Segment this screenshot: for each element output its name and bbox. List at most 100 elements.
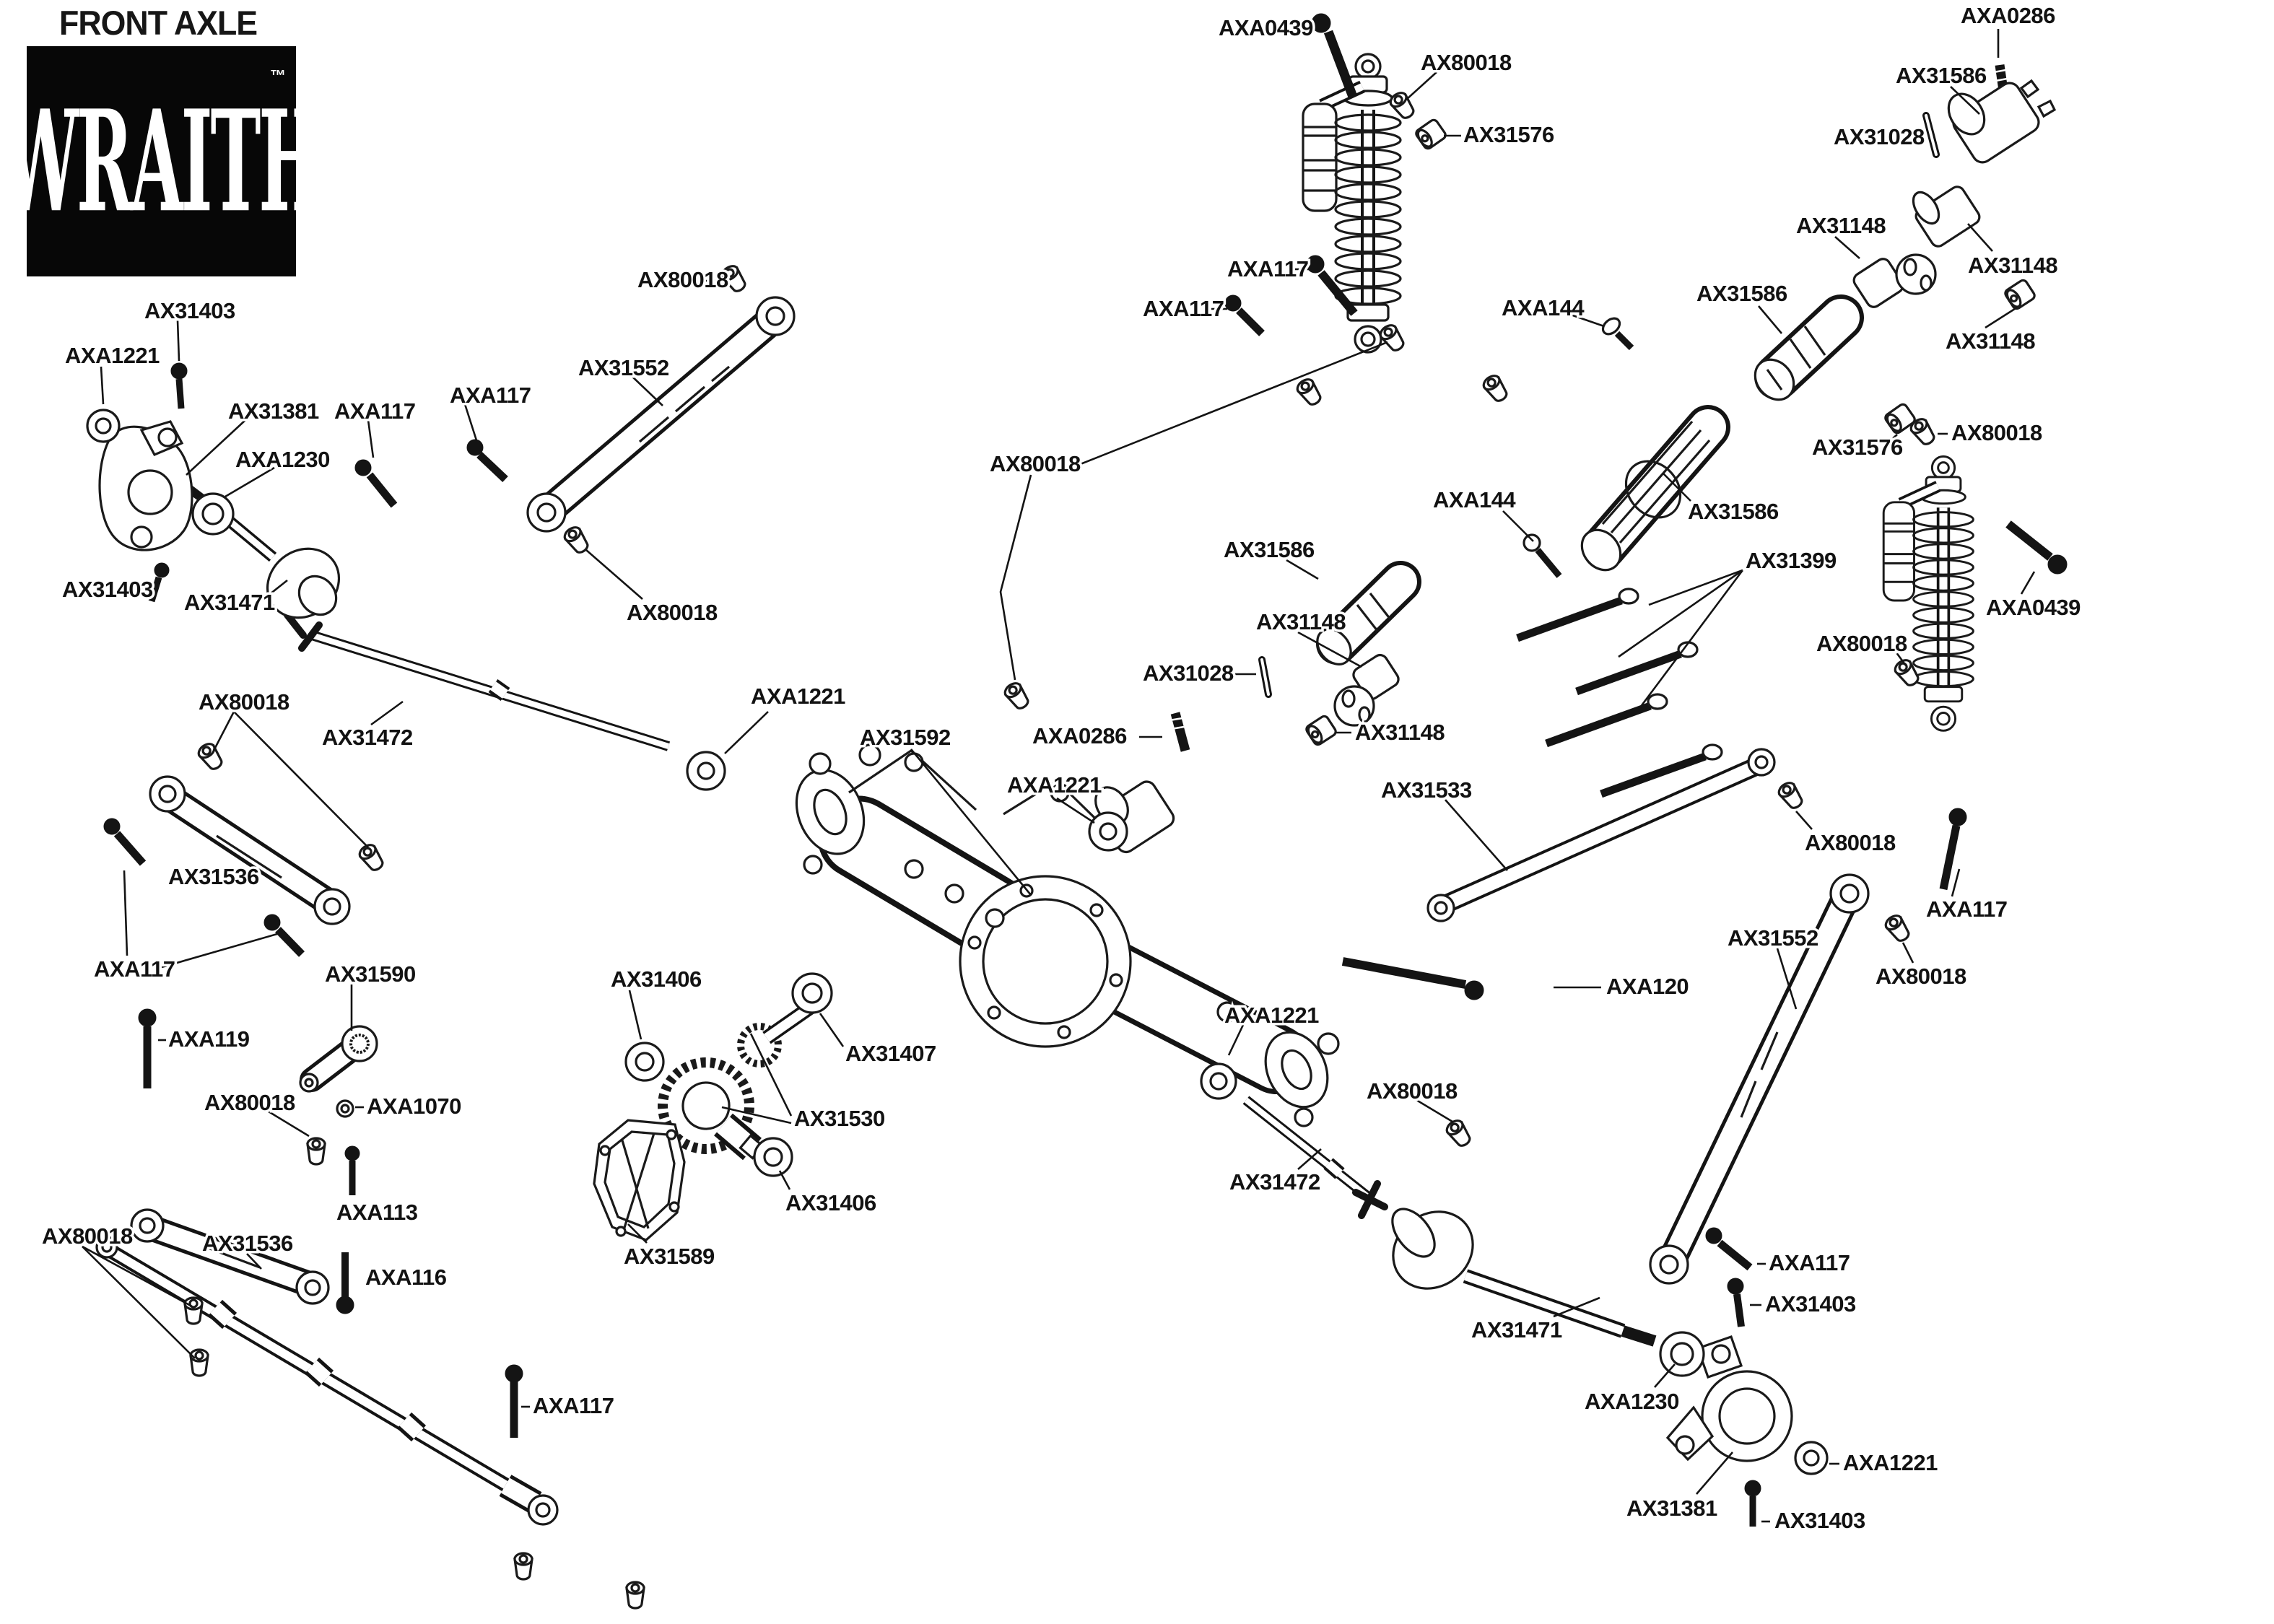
leader-line <box>627 1223 648 1244</box>
part-label: AXA1070 <box>367 1093 461 1119</box>
knuckle-left <box>98 420 193 551</box>
leader-line <box>1776 948 1798 1010</box>
part-label: AX31399 <box>1746 548 1837 573</box>
leader-line <box>1618 569 1743 658</box>
steering-link-lower <box>130 1208 330 1305</box>
leader-line <box>1553 1296 1600 1318</box>
leader-line <box>1967 223 1993 252</box>
leader-line <box>1951 868 1961 897</box>
part-label: AXA1221 <box>1224 1003 1319 1028</box>
wraith-logo-text: WRAITH <box>27 79 296 243</box>
part-label: AX31576 <box>1463 122 1554 147</box>
leader-line <box>2020 571 2036 595</box>
leader-line <box>252 579 288 609</box>
part-label: AXA1230 <box>1585 1389 1679 1414</box>
part-label: AXA117 <box>1926 896 2007 922</box>
part-label: AX31586 <box>1896 63 1987 88</box>
part-label: AX31586 <box>1696 281 1787 306</box>
leader-line <box>100 366 105 405</box>
leader-line <box>1227 1024 1245 1056</box>
upper-link-left <box>526 296 796 533</box>
leader-line <box>1445 799 1508 871</box>
leader-line <box>82 1246 196 1359</box>
part-label: AX80018 <box>1816 631 1907 656</box>
part-label: AXA120 <box>1606 974 1689 999</box>
leader-line <box>628 990 642 1040</box>
part-label: AX31403 <box>1774 1508 1865 1533</box>
leader-line <box>1834 236 1860 259</box>
part-label: AX80018 <box>637 267 728 292</box>
part-label: AX31472 <box>322 725 413 750</box>
part-label: AXA0286 <box>1961 3 2055 28</box>
part-label: AXA119 <box>168 1026 250 1052</box>
part-label: AX31589 <box>624 1244 715 1269</box>
leader-line <box>819 1013 845 1047</box>
leader-line <box>1758 305 1782 334</box>
part-label: AX31536 <box>168 864 259 889</box>
servo-horn <box>299 1025 378 1093</box>
leader-line <box>225 466 275 498</box>
leader-line <box>176 320 180 362</box>
leader-line <box>1566 312 1605 328</box>
part-label: AXA1221 <box>65 343 160 368</box>
leader-line <box>186 419 246 476</box>
axle-shaft-right <box>1242 1096 1657 1347</box>
part-label: AX31148 <box>1946 328 2035 354</box>
part-label: AX31536 <box>202 1231 293 1256</box>
part-label: AX80018 <box>199 689 289 715</box>
leader-line <box>367 419 375 458</box>
leader-line <box>1502 510 1534 542</box>
part-label: AX31472 <box>1229 1169 1320 1195</box>
driveshaft-couplers <box>1601 64 2057 401</box>
lower-link <box>1426 748 1776 922</box>
part-label: AX31586 <box>1688 499 1779 524</box>
part-label: AXA0439 <box>1219 15 1313 40</box>
trademark-symbol: ™ <box>270 66 286 84</box>
leader-line <box>212 711 235 751</box>
leader-line <box>1297 631 1362 668</box>
part-label: AX80018 <box>990 451 1081 476</box>
leader-line <box>778 1170 791 1190</box>
part-label: AX31403 <box>62 577 153 602</box>
screw-cluster <box>1516 588 1723 798</box>
bearings <box>86 409 1829 1475</box>
part-label: AX80018 <box>1805 830 1896 855</box>
leader-line <box>1950 86 1980 115</box>
part-label: AXA117 <box>94 956 175 982</box>
leader-line <box>749 1033 793 1117</box>
leader-line <box>721 1106 792 1125</box>
part-label: AX80018 <box>1367 1078 1458 1104</box>
tie-rod-assembly <box>95 1236 559 1526</box>
part-label: AX31530 <box>794 1106 885 1131</box>
part-label: AX31533 <box>1381 777 1472 803</box>
screws <box>103 13 2068 1527</box>
leader-line <box>370 700 404 726</box>
part-label: AX31576 <box>1812 435 1903 460</box>
bushings <box>183 89 1939 1610</box>
part-label: AXA1221 <box>1007 772 1102 798</box>
part-label: AXA144 <box>1433 487 1516 512</box>
part-label: AX31592 <box>860 725 951 750</box>
part-label: AX31471 <box>184 590 275 615</box>
leader-line <box>1889 643 1907 666</box>
part-label: AXA0439 <box>1986 595 2081 620</box>
leader-line <box>999 474 1032 681</box>
leader-line <box>123 870 128 956</box>
part-label: AX80018 <box>1951 420 2042 445</box>
part-label: AX80018 <box>1876 964 1966 989</box>
part-label: AX31148 <box>1355 720 1445 745</box>
leader-line <box>1416 1099 1453 1123</box>
part-label: AX31403 <box>144 298 235 323</box>
leader-line <box>1406 71 1437 100</box>
ring-and-pinion <box>624 972 833 1177</box>
leader-line <box>630 375 663 406</box>
leader-line <box>1297 1148 1322 1170</box>
part-label: AXA117 <box>1227 256 1308 281</box>
part-label: AX31406 <box>785 1190 876 1215</box>
part-label: AX31148 <box>1256 609 1346 634</box>
part-label: AX31403 <box>1765 1291 1856 1317</box>
part-label: AX80018 <box>42 1223 133 1249</box>
part-label: AXA1230 <box>235 447 330 472</box>
